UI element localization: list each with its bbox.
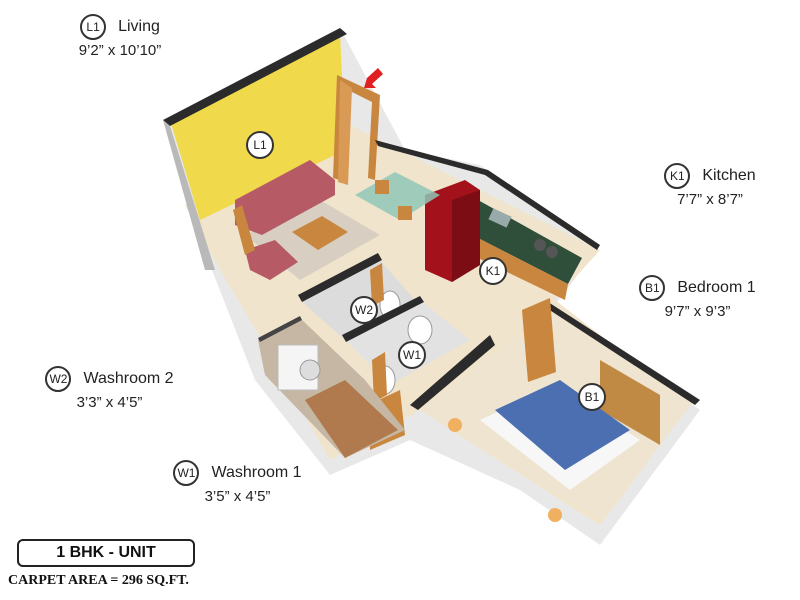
room-name: Bedroom 1 <box>677 279 756 296</box>
washroom-2-door <box>370 263 384 306</box>
washroom-2-wall <box>298 253 382 302</box>
legend-living: L1 Living 9’2” x 10’10” <box>40 14 200 59</box>
side-lamp <box>548 508 562 522</box>
living-wall <box>170 32 345 220</box>
utility-railing <box>258 316 302 342</box>
room-code-badge: L1 <box>80 14 107 40</box>
room-marker-bedroom: B1 <box>578 383 606 411</box>
room-marker-living: L1 <box>246 131 274 159</box>
bedroom-right-wall <box>545 300 700 405</box>
room-size: 9’2” x 10’10” <box>78 42 162 59</box>
washroom-1-door <box>372 352 387 402</box>
legend-kitchen: K1 Kitchen 7’7” x 8’7” <box>630 163 790 208</box>
legend-washroom-2: W2 Washroom 2 3’3” x 4’5” <box>22 366 197 411</box>
unit-type-label: 1 BHK - UNIT <box>17 539 195 567</box>
washer-drum <box>299 359 321 381</box>
room-name: Kitchen <box>702 167 756 184</box>
kitchen-wall <box>375 140 600 250</box>
room-name: Living <box>118 18 160 35</box>
stove-burner <box>534 239 546 251</box>
washroom-1-wall <box>342 296 424 342</box>
side-lamp <box>448 418 462 432</box>
entry-door-leaf <box>338 80 352 185</box>
room-code-badge: W2 <box>45 366 72 392</box>
entry-door-frame <box>333 75 380 180</box>
sofa <box>235 160 335 235</box>
fridge-side <box>452 190 480 282</box>
room-name: Washroom 1 <box>211 464 302 481</box>
living-wall-top <box>163 28 347 126</box>
room-marker-washroom-1: W1 <box>398 341 426 369</box>
dining-chair <box>375 180 389 194</box>
carpet-area: CARPET AREA = 296 SQ.FT. <box>8 573 189 588</box>
room-marker-kitchen: K1 <box>479 257 507 285</box>
bedroom-door <box>522 298 556 382</box>
living-wall-side <box>163 120 215 270</box>
stove-burner <box>546 246 558 258</box>
room-size: 3’3” x 4’5” <box>76 394 143 411</box>
tv-console <box>233 205 255 255</box>
kitchen-cabinets <box>478 238 568 300</box>
room-marker-washroom-2: W2 <box>350 296 378 324</box>
room-code-badge: W1 <box>173 460 200 486</box>
legend-bedroom: B1 Bedroom 1 9’7” x 9’3” <box>610 275 785 320</box>
room-size: 7’7” x 8’7” <box>677 191 743 208</box>
room-name: Washroom 2 <box>83 370 174 387</box>
bedroom-wall <box>410 335 495 410</box>
room-code-badge: B1 <box>639 275 666 301</box>
kitchen-sink <box>488 208 512 228</box>
room-size: 9’7” x 9’3” <box>664 303 731 320</box>
dining-chair <box>398 206 412 220</box>
coffee-table <box>292 216 348 250</box>
armchair <box>245 240 298 280</box>
room-size: 3’5” x 4’5” <box>204 488 271 505</box>
legend-washroom-1: W1 Washroom 1 3’5” x 4’5” <box>150 460 325 505</box>
wardrobe <box>600 360 660 445</box>
bedspread <box>495 380 630 470</box>
wc-icon <box>407 315 433 345</box>
room-code-badge: K1 <box>664 163 691 189</box>
utility-floor-tiles <box>305 380 398 458</box>
entry-arrow-icon <box>364 68 383 88</box>
